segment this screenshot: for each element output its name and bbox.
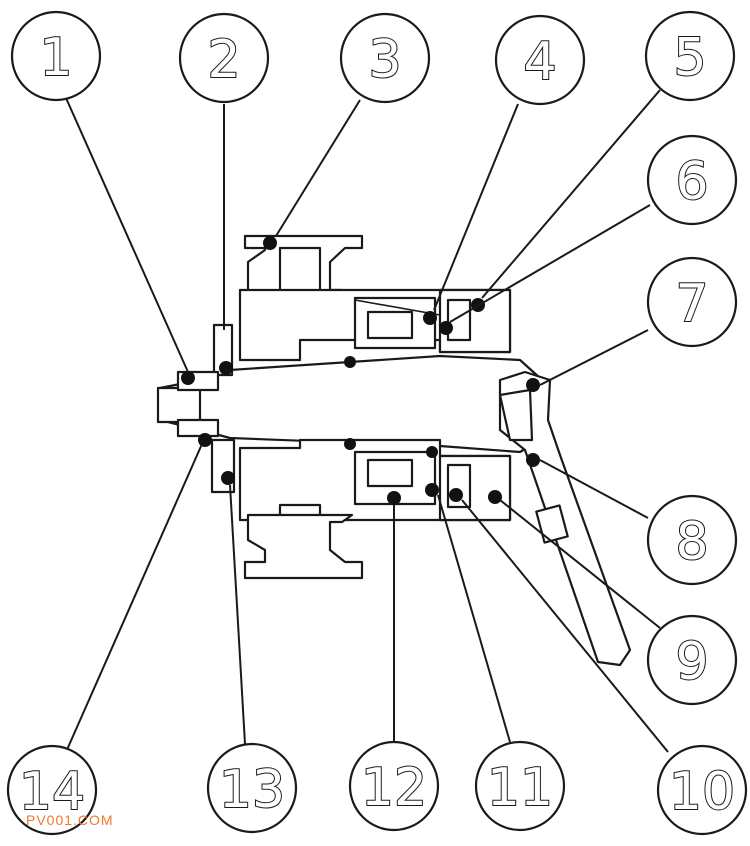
impeller-hub-lower [366,458,414,488]
leader-9 [499,499,661,629]
leader-4 [433,103,519,311]
leader-3 [275,99,361,237]
seal-dot-16 [344,438,356,450]
callout-9: 9 [646,614,738,706]
callout-11: 11 [474,740,566,832]
seal-dot-3 [263,236,277,250]
callout-12: 12 [348,740,440,832]
callout-14-label: 14 [19,762,85,822]
callout-7-label: 7 [675,274,708,334]
callout-2-label: 2 [207,30,240,90]
callout-8-label: 8 [675,512,708,572]
leader-6 [449,204,651,323]
seal-dot-9 [488,490,502,504]
leader-8 [539,459,649,519]
callout-4: 4 [494,14,586,106]
leader-5 [481,89,661,299]
seal-dot-8 [526,453,540,467]
shaft-end [156,386,202,424]
seal-dot-12 [387,491,401,505]
callout-6-label: 6 [675,152,708,212]
seal-dot-14 [198,433,212,447]
seal-dot-1 [181,371,195,385]
callout-3: 3 [339,12,431,104]
seal-dot-2 [219,361,233,375]
callout-13: 13 [206,742,298,834]
leader-13 [229,484,246,745]
leader-14 [65,443,203,753]
seal-dot-17 [426,446,438,458]
callout-14: 14 [6,744,98,836]
leader-lines [65,89,669,753]
callout-7: 7 [646,256,738,348]
outlet-flange-bottom [243,513,364,580]
callout-10: 10 [656,744,748,836]
callout-8: 8 [646,494,738,586]
seal-dot-15 [344,356,356,368]
seal-dot-4 [423,311,437,325]
callout-1-label: 1 [39,28,72,88]
callout-3-label: 3 [368,30,401,90]
impeller-hub-upper [366,310,414,340]
pump-cross-section [156,234,632,667]
callout-2: 2 [178,12,270,104]
callout-1: 1 [10,10,102,102]
callout-6: 6 [646,134,738,226]
callout-5-label: 5 [673,28,706,88]
leader-7 [539,329,649,386]
seal-dot-10 [449,488,463,502]
callout-10-label: 10 [669,762,735,822]
leader-11 [437,494,511,743]
seal-dot-6 [439,321,453,335]
lever-key [535,504,569,544]
lever-hatched-end [498,388,534,442]
callout-bubbles: 1 2 3 4 5 6 7 8 [6,10,748,836]
callout-4-label: 4 [523,32,556,92]
watermark-text: PV001.COM [26,812,114,828]
seal-dot-13 [221,471,235,485]
callout-13-label: 13 [219,760,285,820]
callout-12-label: 12 [361,758,427,818]
callout-9-label: 9 [675,632,708,692]
leader-10 [461,499,669,753]
bearing-block-upper [446,298,472,342]
callout-11-label: 11 [487,758,553,818]
leader-1 [65,97,189,373]
lever-arm [498,370,632,667]
callout-5: 5 [644,10,736,102]
seal-sleeve-lower [176,418,220,438]
seal-dot-11 [425,483,439,497]
seal-dot-7 [526,378,540,392]
